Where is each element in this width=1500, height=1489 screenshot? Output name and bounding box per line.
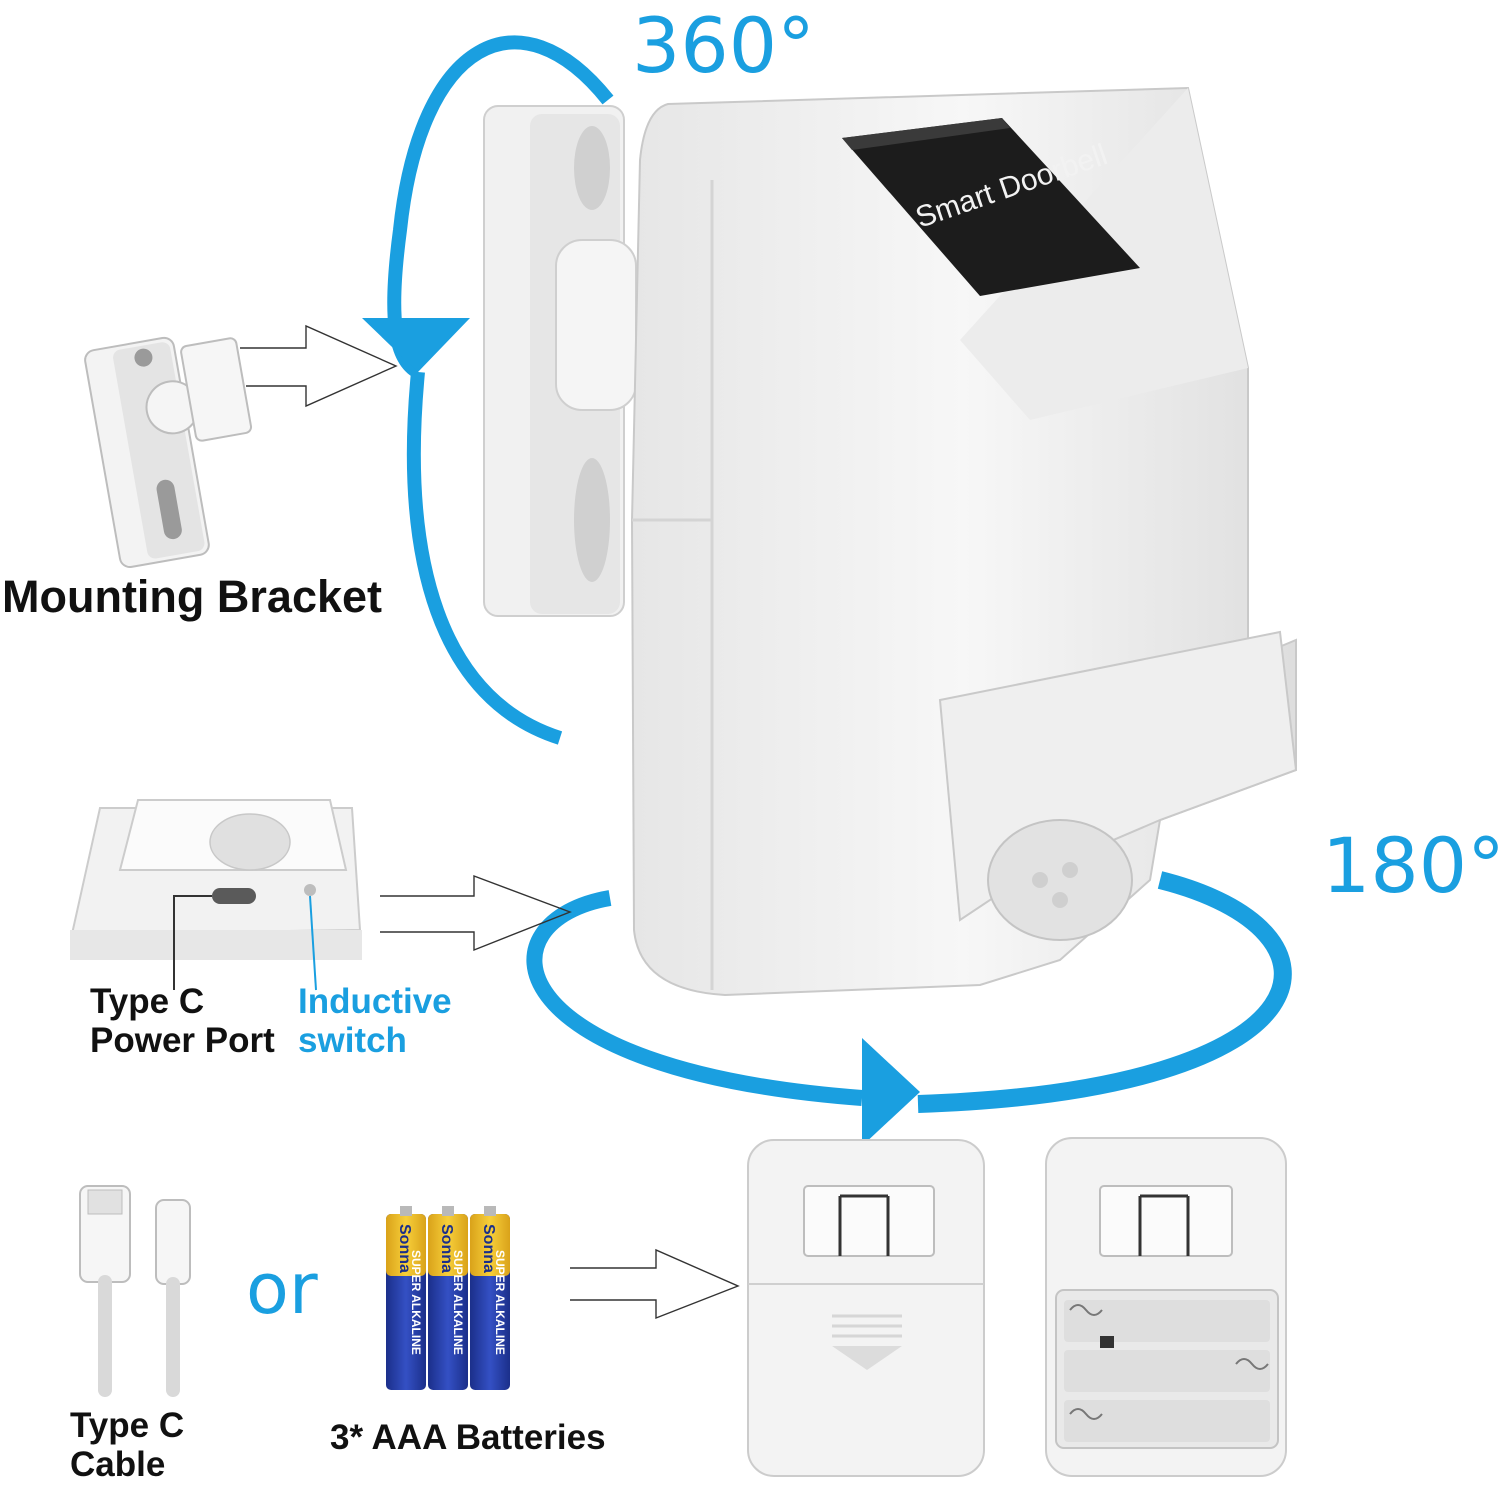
cable-line2: Cable (70, 1445, 166, 1485)
rotation-180-label: 180° (1322, 821, 1500, 910)
battery-arrow (570, 1248, 740, 1320)
battery-brand-2: Sonna (438, 1224, 455, 1273)
port-callouts (173, 895, 317, 991)
battery-2 (428, 1206, 468, 1390)
battery-3 (470, 1206, 510, 1390)
inductive-line1: Inductive (298, 982, 452, 1021)
base-arrow (380, 874, 572, 952)
or-separator: or (246, 1248, 318, 1330)
sensor-transmitter: Smart Doorbell (630, 86, 1298, 997)
cable-line1: Type C (70, 1406, 185, 1445)
receiver-front (747, 1139, 985, 1477)
mounting-bracket-label: Mounting Bracket (2, 571, 383, 622)
receiver-open (1045, 1137, 1287, 1477)
type-c-port-line2: Power Port (90, 1021, 275, 1061)
small-bracket (84, 336, 253, 569)
type-c-cable-label: Type C Cable (70, 1406, 184, 1484)
battery-brand-1: Sonna (396, 1224, 413, 1273)
large-bracket (483, 105, 637, 617)
rotation-360-label: 360° (632, 1, 816, 90)
type-c-port-line1: Type C (90, 982, 205, 1021)
batteries-label: 3* AAA Batteries (330, 1418, 606, 1457)
inductive-line2: switch (298, 1021, 407, 1061)
type-c-cable (79, 1185, 191, 1397)
battery-type-3: SUPER ALKALINE (493, 1250, 507, 1355)
sensor-base (70, 799, 362, 960)
bracket-arrow (240, 324, 398, 408)
inductive-switch-label: Inductive switch (298, 982, 452, 1060)
battery-1 (386, 1206, 426, 1390)
rotation-360-arrow (362, 35, 614, 745)
battery-brand-3: Sonna (480, 1224, 497, 1273)
type-c-port-label: Type C Power Port (90, 982, 275, 1060)
battery-type-2: SUPER ALKALINE (451, 1250, 465, 1355)
aaa-batteries: Sonna SUPER ALKALINE Sonna SUPER ALKALIN… (386, 1206, 510, 1390)
battery-type-1: SUPER ALKALINE (409, 1250, 423, 1355)
